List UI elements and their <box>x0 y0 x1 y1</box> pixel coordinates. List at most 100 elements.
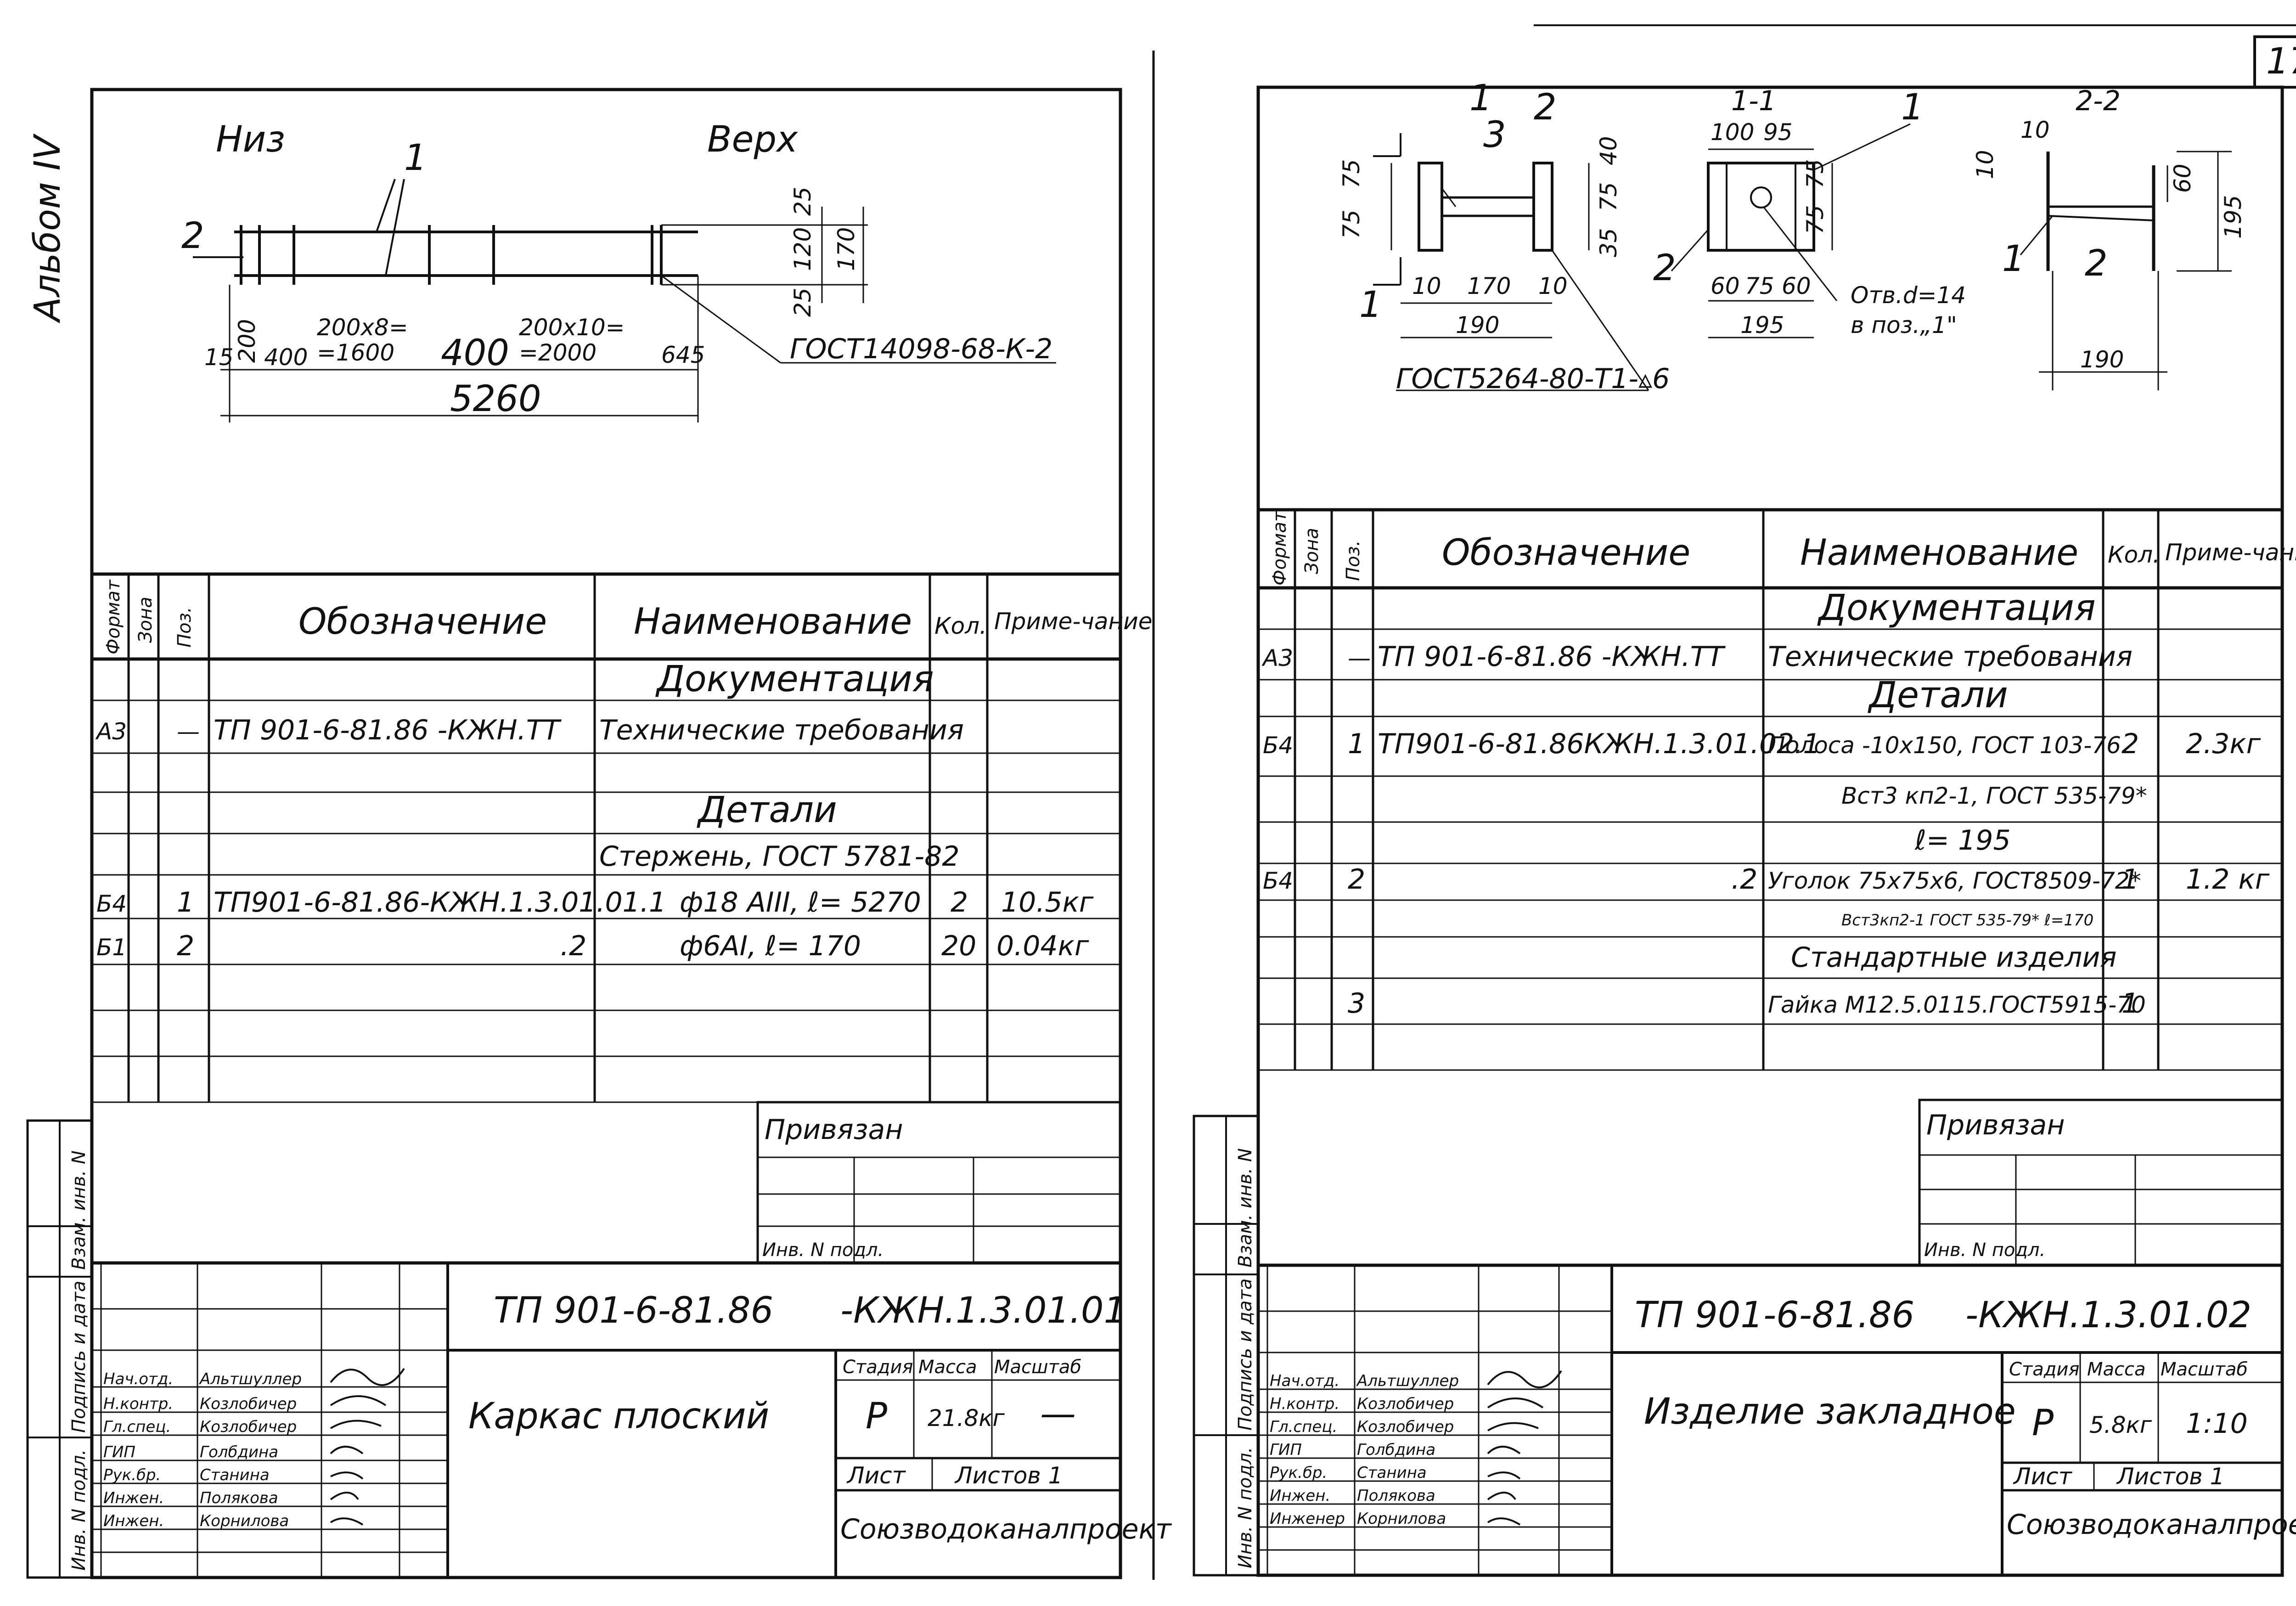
left-person-name: Козлобичер <box>200 1418 297 1436</box>
left-hdr-prim: Приме-чание <box>994 608 1152 635</box>
right-dim: 10 <box>2020 117 2050 143</box>
right-row-obozn: .2 <box>1731 863 1757 896</box>
left-pos-1: 1 <box>404 137 427 179</box>
left-person-name: Козлобичер <box>200 1395 297 1413</box>
left-name: Каркас плоский <box>468 1396 769 1437</box>
right-masshtab-label: Масштаб <box>2161 1359 2248 1380</box>
right-person-name: Станина <box>1357 1464 1427 1482</box>
right-side-inv-podl: Инв. N подл. <box>1235 1447 1256 1568</box>
right-massa-label: Масса <box>2087 1359 2146 1380</box>
left-hdr-naim: Наименование <box>634 601 912 642</box>
right-row-format: А3 <box>1261 645 1293 671</box>
right-dim: 195 <box>2220 195 2246 239</box>
right-pos-3: 3 <box>1483 114 1506 156</box>
left-row-kol: 20 <box>941 930 976 962</box>
left-org: Союзводоканалпроект <box>840 1513 1172 1545</box>
right-code2: -КЖН.1.3.01.02 <box>1965 1295 2251 1336</box>
right-person-role: Гл.спец. <box>1270 1418 1337 1436</box>
right-person-role: Н.контр. <box>1270 1395 1339 1413</box>
right-person-name: Альтшуллер <box>1356 1372 1459 1390</box>
left-row-naim: ф6АI, ℓ= 170 <box>680 930 861 962</box>
right-row-obozn: ТП 901-6-81.86 -КЖН.ТТ <box>1378 641 1726 673</box>
right-pos-2: 2 <box>1534 87 1557 128</box>
right-row-naim: Полоса -10x150, ГОСТ 103-76 <box>1768 732 2121 759</box>
right-dim: 75 <box>1338 159 1365 188</box>
left-dim: 200x8= <box>317 314 408 341</box>
left-person-role: ГИП <box>103 1443 135 1461</box>
right-row-naim3: ℓ= 195 <box>1914 824 2011 857</box>
left-person-role: Инжен. <box>103 1489 164 1507</box>
right-row-naim: Уголок 75x75x6, ГОСТ8509-72* <box>1768 868 2141 894</box>
left-dim: 200x10= <box>519 314 625 341</box>
right-row-prim: 1.2 кг <box>2186 863 2270 896</box>
right-person-role: Нач.отд. <box>1270 1372 1339 1390</box>
left-person-role: Рук.бр. <box>103 1466 161 1484</box>
left-label-niz: Низ <box>216 119 285 160</box>
right-massa: 5.8кг <box>2089 1412 2152 1438</box>
left-hdr-kol: Кол. <box>934 613 987 639</box>
left-person-name: Голбдина <box>200 1443 278 1461</box>
left-dim: 25 <box>789 287 816 317</box>
right-person-name: Корнилова <box>1357 1510 1446 1528</box>
right-dim: 60 <box>1711 273 1740 299</box>
right-dim: 75 <box>1338 209 1365 239</box>
right-side-podpis: Подпись и дата <box>1235 1279 1256 1431</box>
right-hdr-poz: Поз. <box>1343 540 1364 581</box>
left-person-role: Нач.отд. <box>103 1370 173 1388</box>
left-weld-note: ГОСТ14098-68-К-2 <box>790 333 1052 365</box>
right-dim: 100 <box>1711 119 1754 146</box>
right-row-poz: — <box>1348 645 1371 671</box>
left-dim: 400 <box>441 332 509 374</box>
left-listov-label: Листов 1 <box>954 1462 1063 1489</box>
right-row-format: Б4 <box>1263 732 1293 759</box>
right-dim: 190 <box>2080 346 2124 373</box>
right-dim: 190 <box>1456 312 1499 338</box>
right-hdr-prim: Приме-чание <box>2165 539 2296 566</box>
left-person-role: Инжен. <box>103 1512 164 1530</box>
right-hdr-naim: Наименование <box>1800 532 2078 574</box>
left-hdr-obozn: Обозначение <box>298 601 547 642</box>
right-name: Изделие закладное <box>1644 1391 2016 1432</box>
right-section-11: 1-1 <box>1731 85 1776 117</box>
right-person-name: Козлобичер <box>1357 1395 1454 1413</box>
right-hdr-format: Формат <box>1269 510 1290 586</box>
right-masshtab: 1:10 <box>2186 1408 2248 1440</box>
right-pos-1: 1 <box>1469 78 1492 119</box>
right-row-naim2: Вст3кп2-1 ГОСТ 535-79* ℓ=170 <box>1841 911 2093 930</box>
left-label-verh: Верх <box>707 119 798 160</box>
right-row-obozn: ТП901-6-81.86КЖН.1.3.01.02.1 <box>1378 728 1820 760</box>
left-dim: 645 <box>661 342 705 368</box>
left-row-obozn: ТП901-6-81.86-КЖН.1.3.01.01.1 <box>214 886 666 919</box>
right-privyazan: Привязан <box>1926 1109 2065 1141</box>
right-person-role: Инжен. <box>1270 1487 1330 1505</box>
right-dim: 35 <box>1595 228 1622 257</box>
left-row-naim: ф18 АIII, ℓ= 5270 <box>680 886 921 919</box>
right-row-format: Б4 <box>1263 868 1293 894</box>
right-hdr-zona: Зона <box>1301 528 1322 574</box>
left-dim: 25 <box>789 186 816 216</box>
left-privyazan: Привязан <box>765 1114 903 1146</box>
left-stadiya: Р <box>866 1396 887 1437</box>
right-dim: 60 <box>2169 163 2196 193</box>
left-masshtab-label: Масштаб <box>994 1357 1081 1378</box>
left-code: ТП 901-6-81.86 <box>494 1290 773 1331</box>
right-org: Союзводоканалпроект <box>2007 1509 2296 1541</box>
right-row-poz: 2 <box>1348 863 1365 896</box>
left-massa: 21.8кг <box>928 1405 1005 1431</box>
left-row-prim: 0.04кг <box>996 930 1089 962</box>
right-person-name: Козлобичер <box>1357 1418 1454 1436</box>
left-hdr-poz: Поз. <box>174 607 195 648</box>
right-dim: 60 <box>1782 273 1811 299</box>
right-person-role: Рук.бр. <box>1270 1464 1327 1482</box>
right-dim: 10 <box>1538 273 1568 299</box>
left-dim: 200 <box>234 319 260 363</box>
left-row-format: Б1 <box>96 934 127 961</box>
left-row-kol: 2 <box>951 886 968 919</box>
left-side-podpis: Подпись и дата <box>68 1281 90 1433</box>
signature-marks <box>330 1368 1562 1526</box>
left-section-doc: Документация <box>655 659 934 700</box>
right-section-std: Стандартные изделия <box>1791 941 2116 974</box>
right-inv-n-podl: Инв. N подл. <box>1924 1240 2045 1261</box>
left-side-vzam: Взам. инв. N <box>68 1150 90 1270</box>
left-row-obozn: ТП 901-6-81.86 -КЖН.ТТ <box>214 714 562 746</box>
